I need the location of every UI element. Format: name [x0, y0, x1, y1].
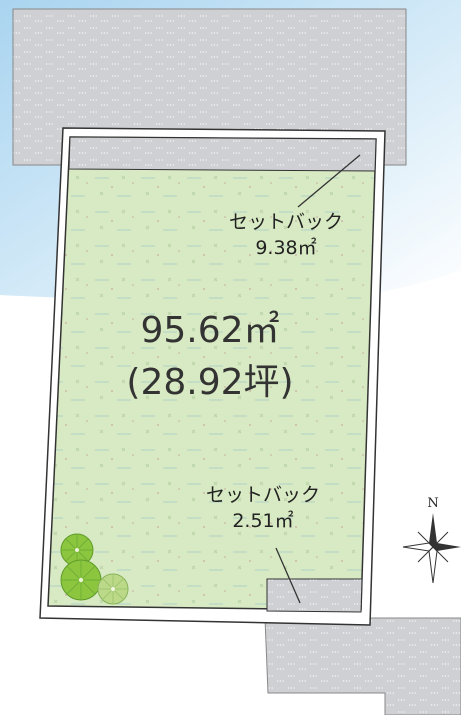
- tree-icon: [60, 533, 94, 567]
- setback-top: [68, 136, 377, 172]
- tree-icon: [97, 573, 129, 605]
- setback-top-label: セットバック: [229, 211, 343, 233]
- tree-icon: [60, 559, 102, 601]
- compass-rose-icon: N: [402, 496, 461, 584]
- setback-top-leader: [297, 154, 361, 208]
- setback-bottom-leader: [275, 547, 301, 604]
- setback-bottom: [266, 578, 363, 613]
- north-label: N: [427, 496, 438, 511]
- lot-area-tsubo: (28.92坪): [126, 362, 293, 403]
- setback-bottom-label: セットバック: [206, 484, 320, 506]
- lot-area-sqm: 95.62㎡: [140, 309, 279, 351]
- road-bottom: [264, 617, 461, 715]
- setback-top-area: 9.38㎡: [255, 236, 316, 259]
- setback-bottom-area: 2.51㎡: [232, 509, 293, 532]
